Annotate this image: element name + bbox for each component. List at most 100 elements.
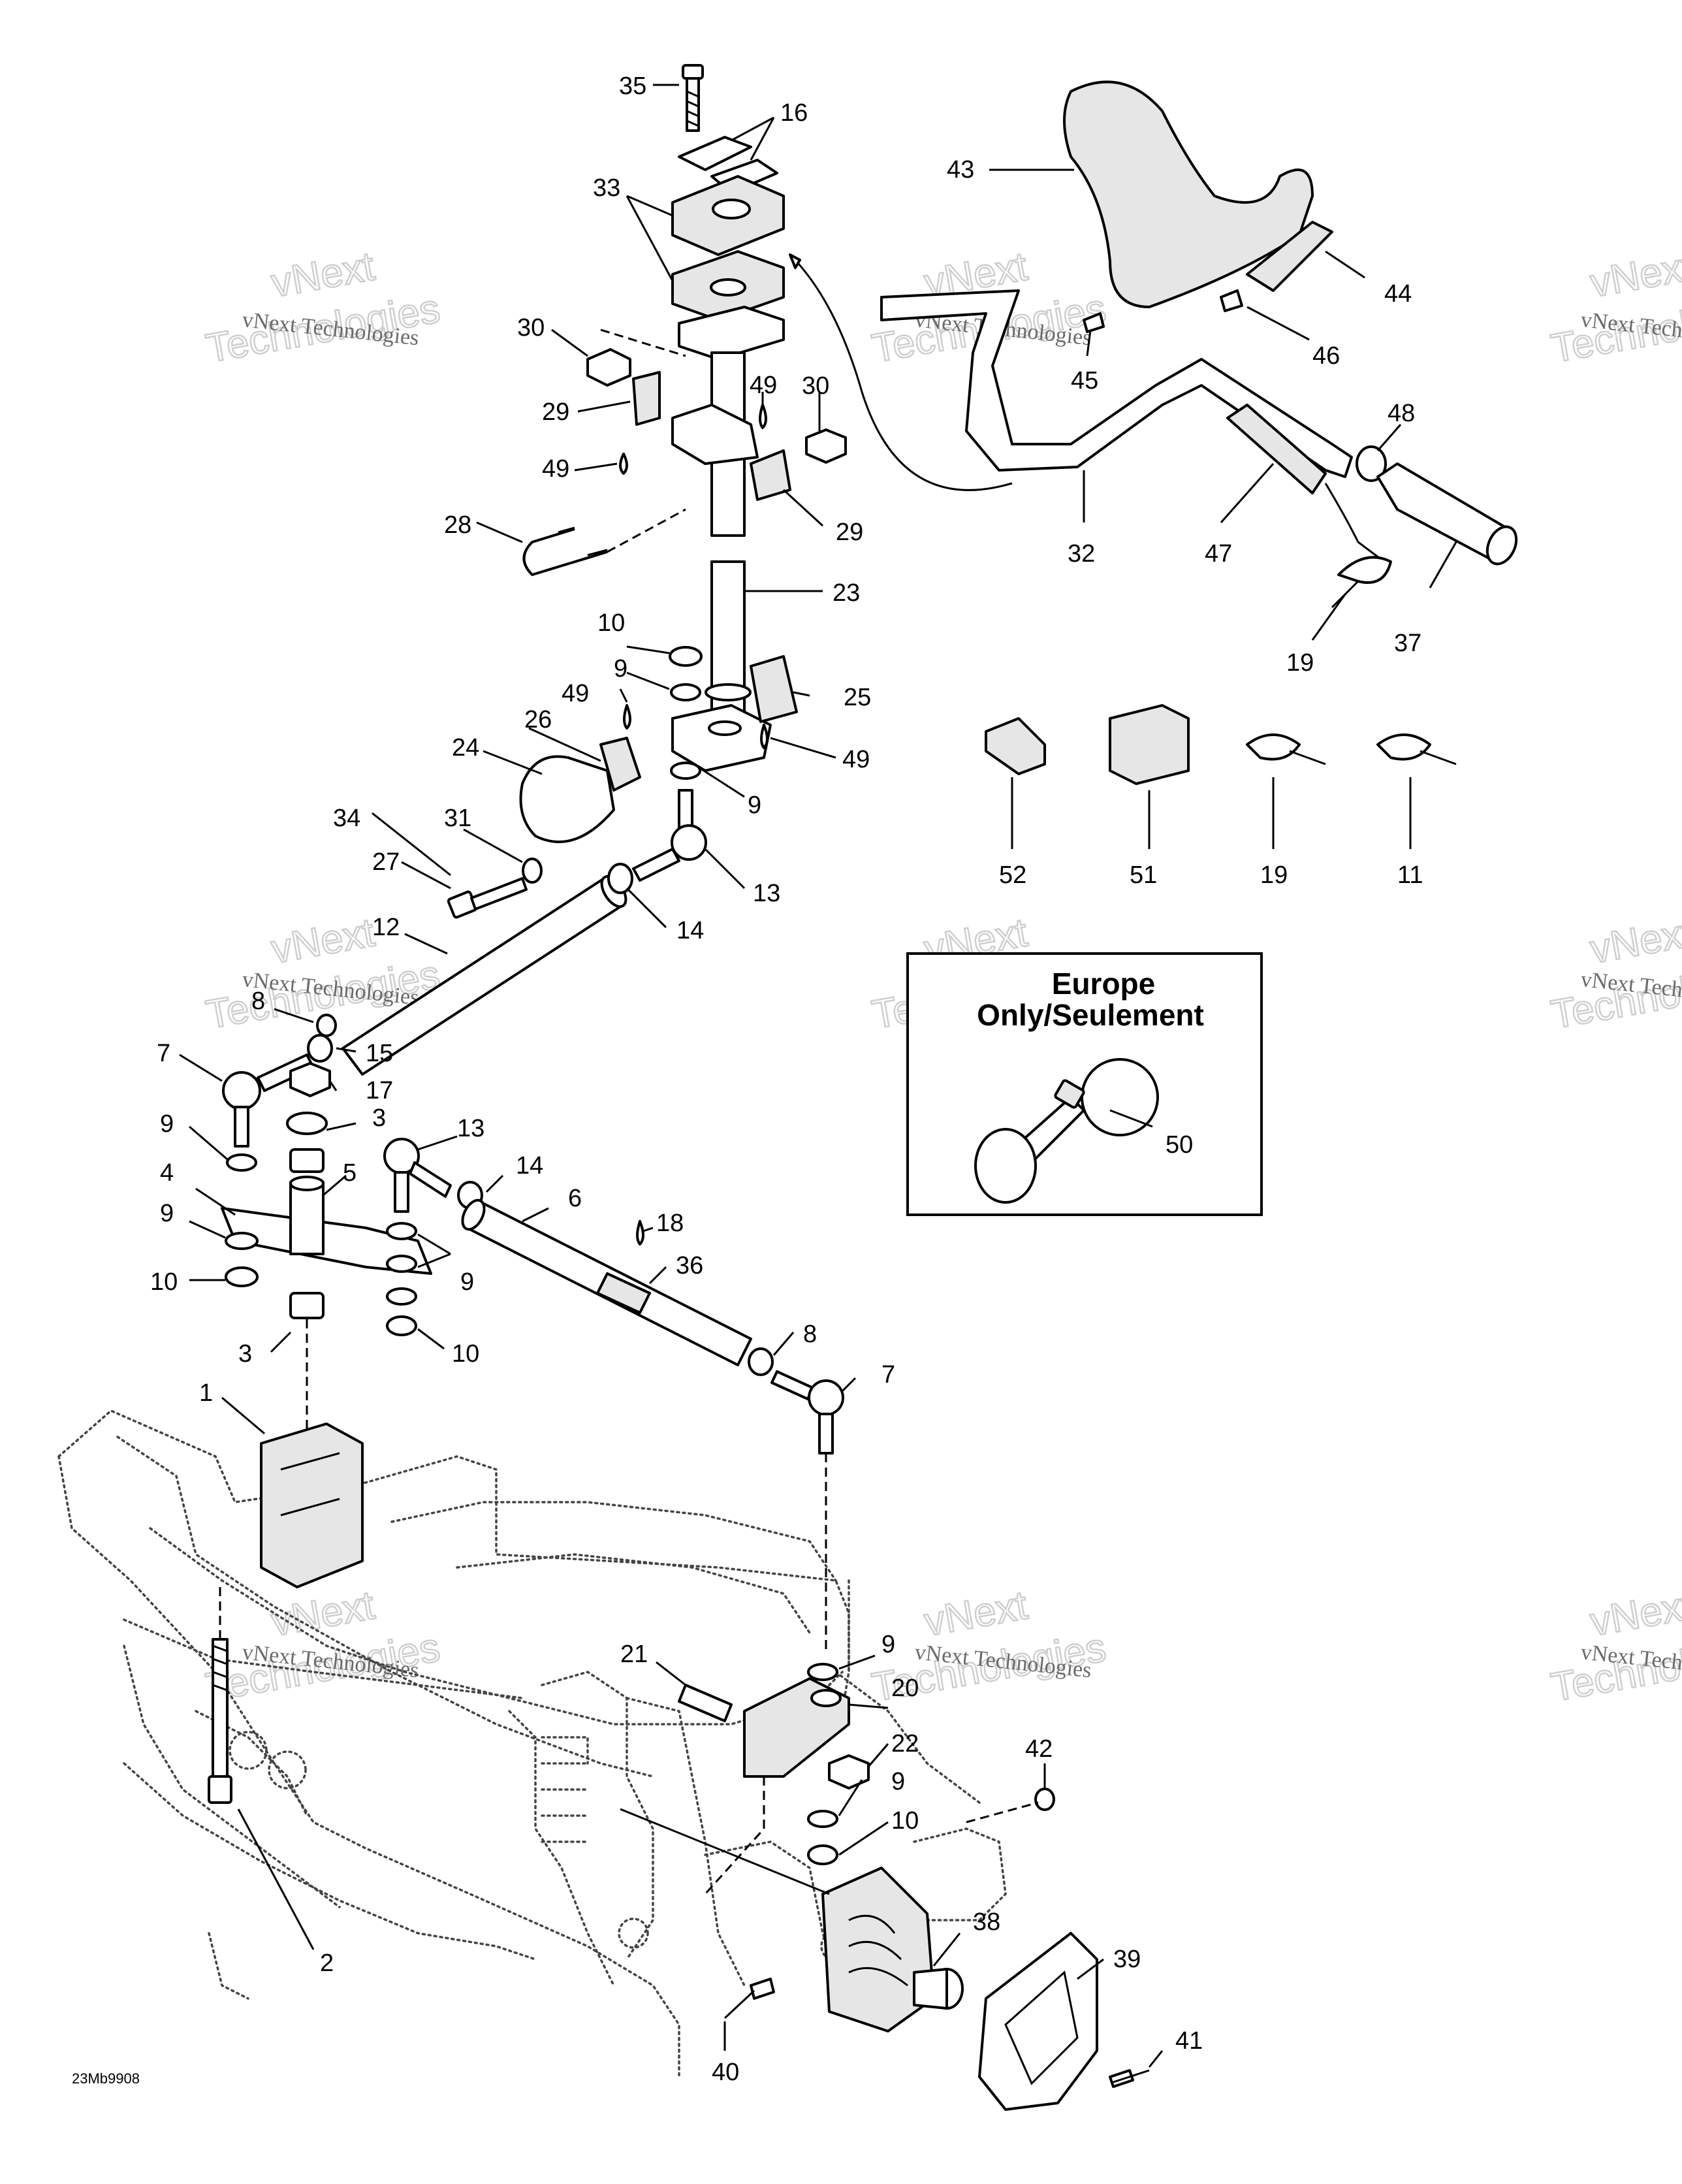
callout-16: 16	[780, 99, 808, 127]
cable-tie-11	[1376, 733, 1431, 761]
tie-rod-assembly	[221, 824, 844, 1652]
callout-49-d: 49	[842, 746, 870, 773]
svg-text:vNext: vNext	[1587, 910, 1682, 972]
callout-13-upper: 13	[753, 880, 780, 907]
callout-1: 1	[199, 1379, 213, 1407]
nut-8-left	[316, 1014, 337, 1037]
callout-13-middle: 13	[457, 1115, 484, 1142]
svg-text:vNext: vNext	[921, 1582, 1030, 1645]
handlebar-assembly	[789, 80, 1518, 609]
callout-9-middle: 9	[460, 1268, 474, 1296]
callout-8-left: 8	[251, 988, 265, 1015]
grease-drop-49-d	[623, 704, 631, 730]
column-flange	[678, 306, 785, 361]
callout-15: 15	[366, 1040, 393, 1067]
ribbed-cover-47	[1226, 404, 1327, 494]
grease-drop-49-a	[759, 404, 767, 429]
callout-36: 36	[676, 1252, 703, 1279]
spacer-3-upper	[289, 1148, 325, 1173]
rod-end-7-stud-right	[818, 1413, 834, 1454]
clamp-24	[519, 755, 615, 843]
nut-14-upper	[607, 863, 633, 894]
rivet-40	[750, 1978, 775, 2000]
callout-28: 28	[444, 511, 471, 539]
rod-end-7-right	[808, 1379, 844, 1416]
washer-9-arm-bottom	[807, 1810, 838, 1828]
threaded-rod-end-7-right	[770, 1370, 814, 1400]
callout-51: 51	[1130, 861, 1157, 889]
callout-9-left: 9	[160, 1110, 174, 1138]
callout-25: 25	[844, 684, 871, 711]
pad-44	[1246, 221, 1333, 292]
svg-text:vNext: vNext	[268, 244, 377, 306]
callout-34: 34	[333, 805, 360, 832]
callout-7-left: 7	[157, 1040, 170, 1067]
washer-9-middle-a	[386, 1222, 417, 1240]
washer-42	[1034, 1788, 1055, 1811]
callout-38: 38	[973, 1908, 1000, 1936]
europe-only-inset: Europe Only/Seulement	[906, 952, 1263, 1216]
callout-7-right: 7	[881, 1361, 895, 1389]
svg-text:vNext: vNext	[268, 910, 377, 972]
watermark-low-right: vNext Technologies vNext Technologies	[1547, 1582, 1682, 1711]
diagram-code: 23Mb9908	[72, 2070, 140, 2087]
washer-17	[286, 1112, 328, 1135]
svg-text:vNext: vNext	[1587, 244, 1682, 306]
rod-end-7-left	[222, 1071, 261, 1110]
bolt-2-head	[208, 1775, 232, 1804]
callout-40: 40	[712, 2059, 739, 2086]
callout-22: 22	[891, 1730, 919, 1758]
callout-20: 20	[891, 1675, 919, 1702]
threaded-rod-end-13-middle	[409, 1161, 452, 1198]
callout-10-middle: 10	[452, 1340, 479, 1368]
callout-43: 43	[947, 156, 974, 184]
callout-29-right: 29	[836, 519, 863, 546]
cover-plate-39	[978, 1932, 1098, 2111]
callout-46: 46	[1312, 342, 1340, 370]
connector-housing-51	[1109, 704, 1190, 785]
callout-41: 41	[1175, 2027, 1203, 2055]
steering-column-assembly	[519, 64, 847, 843]
lower-steering-components	[208, 1422, 1150, 2111]
washer-9-left	[226, 1153, 257, 1172]
horn-bell-50	[974, 1128, 1037, 1204]
callout-11: 11	[1397, 861, 1423, 889]
nut-15	[307, 1034, 333, 1063]
callout-31: 31	[444, 805, 471, 832]
small-parts-row	[985, 704, 1457, 785]
callout-6: 6	[568, 1185, 582, 1212]
callout-10-arm: 10	[891, 1807, 919, 1835]
bushing-26	[599, 737, 641, 792]
callout-24: 24	[452, 734, 479, 762]
callout-32: 32	[1068, 540, 1095, 568]
nut-17	[289, 1062, 331, 1097]
pivot-tube-5	[289, 1181, 325, 1255]
washer-9-middle-b	[386, 1255, 417, 1273]
nut-10-middle	[386, 1315, 417, 1336]
callout-50: 50	[1166, 1131, 1193, 1159]
callout-17: 17	[366, 1077, 393, 1104]
callout-48: 48	[1388, 400, 1415, 427]
callout-35: 35	[619, 72, 646, 100]
watermark-top-right: vNext Technologies vNext Technologies	[1547, 243, 1682, 372]
ring-48	[1356, 445, 1387, 482]
callout-42: 42	[1025, 1735, 1053, 1763]
callout-19-handlebar: 19	[1286, 649, 1314, 677]
callout-9-arm-top: 9	[881, 1631, 895, 1658]
rod-end-13-upper	[671, 824, 707, 861]
grease-drop-18	[636, 1220, 644, 1245]
callout-30-left: 30	[517, 314, 545, 342]
callout-14-upper: 14	[676, 917, 704, 944]
callout-2: 2	[320, 1950, 334, 1977]
washer-9-left-lower	[225, 1232, 259, 1250]
handlebar-32	[880, 289, 1353, 478]
cable-tie-19-handlebar	[1337, 556, 1392, 584]
nut-10-upper	[669, 646, 703, 667]
callout-52: 52	[999, 861, 1026, 889]
callout-4: 4	[160, 1159, 174, 1187]
callout-49-c: 49	[562, 680, 589, 707]
callout-27: 27	[372, 848, 400, 876]
callout-21: 21	[620, 1641, 648, 1668]
nut-22	[828, 1754, 870, 1790]
